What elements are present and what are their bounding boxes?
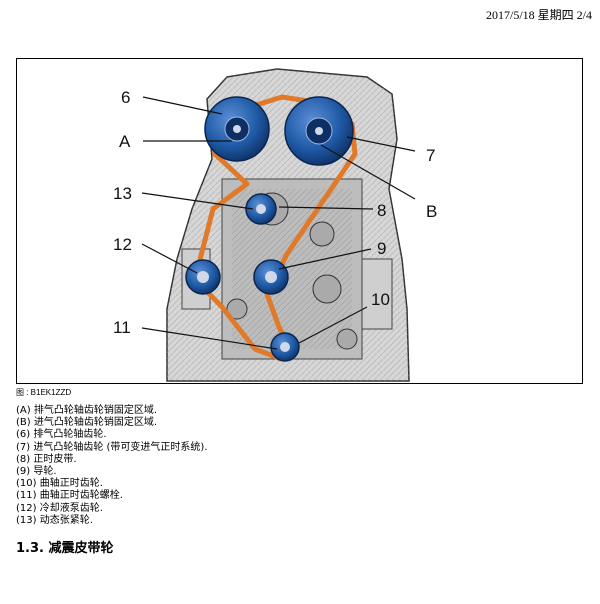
legend-item-6: (6) 排气凸轮轴齿轮.	[16, 429, 107, 441]
callout-13: 13	[113, 184, 132, 203]
callout-9: 9	[377, 239, 386, 258]
legend-item-9: (9) 导轮.	[16, 466, 57, 478]
legend-item-10: (10) 曲轴正时齿轮.	[16, 478, 103, 490]
legend-item-a: (A) 排气凸轮轴齿轮销固定区域.	[16, 405, 158, 416]
dynamic-tensioner-pulley	[245, 193, 277, 225]
figure-caption: 图 : B1EK1ZZD	[16, 388, 72, 397]
legend-item-8: (8) 正时皮带.	[16, 453, 77, 465]
legend-item-b: (B) 进气凸轮轴齿轮销固定区域.	[16, 417, 158, 429]
legend-item-11: (11) 曲轴正时齿轮螺栓.	[16, 490, 123, 502]
legend-item-7: (7) 进气凸轮轴齿轮 (带可变进气正时系统).	[16, 441, 208, 453]
exhaust-camshaft-gear	[204, 96, 270, 162]
callout-7: 7	[426, 146, 435, 165]
coolant-pump-gear	[185, 259, 221, 295]
callout-10: 10	[371, 290, 390, 309]
leader-lines	[141, 96, 416, 350]
engine-timing-figure: 6 A 13 12 11 7 B 8 9 10	[16, 58, 583, 384]
intake-camshaft-gear	[284, 96, 354, 166]
crankshaft-timing-gear	[270, 332, 300, 362]
callout-b: B	[426, 202, 437, 221]
legend-item-13: (13) 动态张紧轮.	[16, 514, 93, 526]
callout-11: 11	[113, 318, 131, 337]
callout-8: 8	[377, 201, 386, 220]
idler-pulley	[253, 259, 289, 295]
legend-list: (A) 排气凸轮轴齿轮销固定区域. (B) 进气凸轮轴齿轮销固定区域. (6) …	[16, 405, 208, 527]
legend-item-12: (12) 冷却液泵齿轮.	[16, 502, 103, 514]
header-date-page: 2017/5/18 星期四 2/4	[485, 8, 592, 22]
callout-6: 6	[121, 88, 130, 107]
callout-a: A	[119, 132, 131, 151]
engine-diagram: 6 A 13 12 11 7 B 8 9 10	[113, 68, 437, 382]
callout-12: 12	[113, 235, 132, 254]
section-heading: 1.3. 减震皮带轮	[16, 541, 114, 556]
